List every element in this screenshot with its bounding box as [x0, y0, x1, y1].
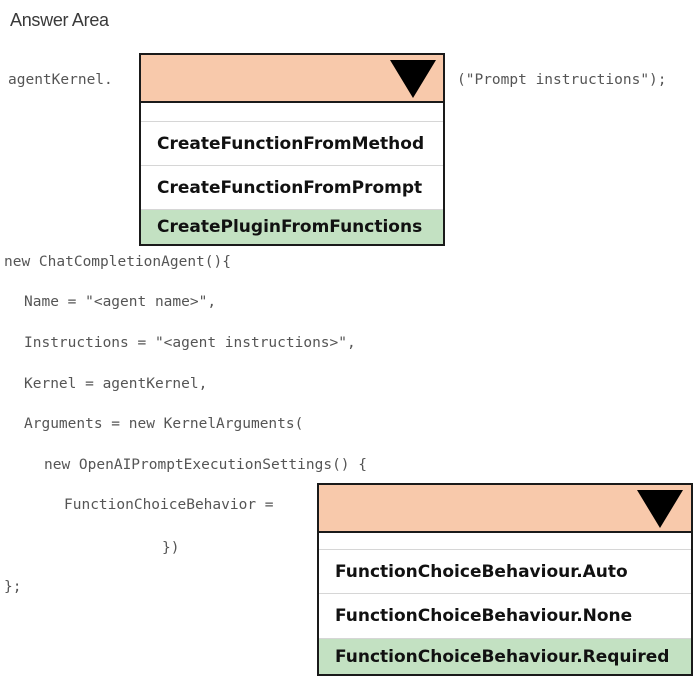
separator — [319, 593, 691, 594]
code-line-arguments: Arguments = new KernelArguments( — [24, 416, 304, 432]
option-create-function-from-prompt[interactable]: CreateFunctionFromPrompt — [157, 177, 423, 198]
option-create-function-from-method[interactable]: CreateFunctionFromMethod — [157, 133, 425, 154]
method-dropdown-header[interactable] — [141, 55, 443, 103]
option-function-choice-auto[interactable]: FunctionChoiceBehaviour.Auto — [335, 561, 628, 582]
separator — [319, 549, 691, 550]
code-line-new-agent: new ChatCompletionAgent(){ — [4, 254, 231, 270]
code-prefix: agentKernel. — [8, 72, 113, 88]
function-choice-dropdown[interactable]: FunctionChoiceBehaviour.Auto FunctionCho… — [317, 483, 693, 676]
answer-area-title: Answer Area — [10, 10, 109, 30]
option-function-choice-required[interactable]: FunctionChoiceBehaviour.Required — [319, 639, 691, 674]
code-line-close-paren: }) — [162, 540, 180, 556]
chevron-down-icon[interactable] — [637, 490, 683, 528]
separator — [319, 638, 691, 639]
separator — [141, 121, 443, 122]
separator — [141, 165, 443, 166]
code-line-instructions: Instructions = "<agent instructions>", — [24, 335, 356, 351]
code-line-kernel: Kernel = agentKernel, — [24, 376, 208, 392]
chevron-down-icon[interactable] — [390, 60, 436, 98]
option-create-plugin-from-functions[interactable]: CreatePluginFromFunctions — [141, 210, 443, 244]
code-line-behavior: FunctionChoiceBehavior = — [64, 497, 274, 513]
separator — [141, 209, 443, 210]
function-choice-dropdown-header[interactable] — [319, 485, 691, 533]
code-line-settings: new OpenAIPromptExecutionSettings() { — [44, 457, 368, 473]
code-line-name: Name = "<agent name>", — [24, 294, 217, 310]
method-dropdown[interactable]: CreateFunctionFromMethod CreateFunctionF… — [139, 53, 445, 246]
code-line-close: }; — [4, 579, 22, 595]
option-function-choice-none[interactable]: FunctionChoiceBehaviour.None — [335, 606, 633, 626]
code-suffix: ("Prompt instructions"); — [457, 72, 667, 88]
